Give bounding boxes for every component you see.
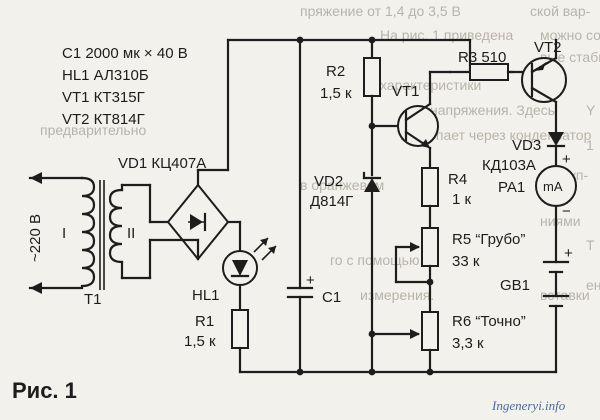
ghost-text-line: ской вар- [530,3,591,19]
ghost-text-line: напряжения. Здесь [430,102,555,118]
r6-value: 3,3 к [452,335,484,352]
mains-input: ~220 В [27,172,84,294]
ghost-text-line: ен [586,277,600,293]
r5-value: 33 к [452,253,480,270]
r2-label: R2 [326,63,345,80]
ghost-text-line: ниями [540,213,581,229]
ghost-text-line: поступает через конденсатор [400,127,592,143]
spec-line: VT1 КТ315Г [62,89,145,106]
c1-plus-sign: + [306,272,315,289]
ghost-text-line: го с помощью [330,252,419,268]
resistor-r3: R3 510 [448,49,509,81]
spec-line: VT2 КТ814Г [62,111,145,128]
negative-rail [238,368,558,376]
r6-label: R6 “Точно” [452,313,526,330]
r4-label: R4 [448,171,467,188]
r5-label: R5 “Грубо” [452,231,525,248]
pa1-plus-sign: + [562,151,571,168]
ghost-text-line: измерения. [360,287,434,303]
transformer-t1: I II T1 [62,176,152,308]
vd2-label: VD2 [314,173,343,190]
diode-vd3: VD3 КД103А [482,132,566,174]
ghost-text-line: Т [586,237,595,253]
pa1-label: PA1 [498,179,525,196]
led-hl1: HL1 [192,220,277,312]
vt1-label: VT1 [392,83,420,100]
resistor-r4: R4 1 к [421,167,472,230]
component-list: C1 2000 мк × 40 В HL1 АЛ310Б VT1 КТ315Г … [62,45,188,128]
resistor-r2: R2 1,5 к [320,38,381,177]
battery-gb1: + GB1 [500,245,573,374]
ghost-text-line: в оранжевом [300,177,384,193]
pa1-unit: mA [543,179,563,194]
vt2-label: VT2 [534,39,562,56]
vd2-value: Д814Г [310,193,353,210]
vd3-label: VD3 [512,137,541,154]
ghost-text-line: Y [586,102,596,118]
t1-secondary-label: II [127,225,135,242]
transistor-vt2: VT2 [506,38,567,134]
resistor-r1: R1 1,5 к [184,309,249,374]
r3-label: R3 510 [458,49,506,66]
diode-bridge-vd1: VD1 КЦ407А [118,38,242,280]
vd3-value: КД103А [482,157,536,174]
watermark: Ingeneryi.info [491,398,566,413]
ghost-text-line: предварительно [40,122,146,138]
ammeter-pa1: mA PA1 + − [498,151,577,264]
r1-label: R1 [195,313,214,330]
zener-vd2: VD2 Д814Г [310,171,382,374]
pa1-minus-sign: − [562,203,571,220]
gb1-label: GB1 [500,277,530,294]
t1-primary-label: I [62,225,66,242]
r1-value: 1,5 к [184,333,216,350]
capacitor-c1: + C1 [286,38,341,374]
spec-line: C1 2000 мк × 40 В [62,45,188,62]
hl1-label: HL1 [192,287,220,304]
mains-voltage-label: ~220 В [27,214,44,262]
page-background-text: пряжение от 1,4 до 3,5 В ской вар- На ри… [40,3,600,303]
r2-value: 1,5 к [320,85,352,102]
ghost-text-line: пряжение от 1,4 до 3,5 В [300,3,461,19]
transistor-vt1: VT1 [370,70,452,170]
gb1-plus-sign: + [564,245,573,262]
potentiometer-r5: R5 “Грубо” 33 к [394,227,525,314]
spec-line: HL1 АЛ310Б [62,67,149,84]
r4-value: 1 к [452,191,472,208]
t1-label: T1 [84,291,102,308]
c1-label: C1 [322,289,341,306]
ghost-text-line: 1 [586,137,594,153]
figure-caption: Рис. 1 [12,378,77,403]
potentiometer-r6: R6 “Точно” 3,3 к [370,311,526,374]
vd1-label: VD1 КЦ407А [118,155,206,172]
